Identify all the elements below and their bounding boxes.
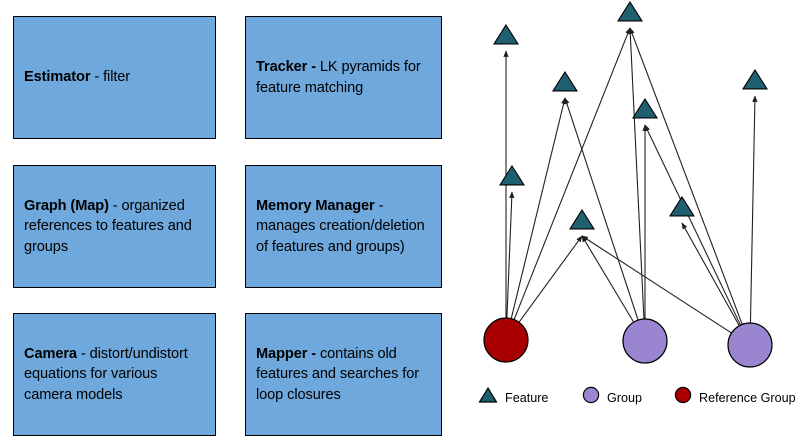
graph-edge	[644, 124, 742, 327]
graph-edge	[581, 235, 733, 335]
graph-edge	[629, 27, 744, 326]
component-box-text: Graph (Map) - organized references to fe…	[24, 196, 205, 258]
graph-node-feature	[552, 70, 578, 92]
factor-graph-diagram	[460, 0, 799, 380]
graph-edge	[513, 27, 631, 321]
component-box-estimator: Estimator - filter	[13, 16, 216, 139]
legend-label: Feature	[505, 390, 549, 405]
graph-node-group	[622, 318, 668, 364]
component-box-graph-map: Graph (Map) - organized references to fe…	[13, 165, 216, 288]
graph-edge	[681, 222, 741, 327]
graph-node-feature	[742, 68, 768, 90]
graph-node-feature	[632, 97, 658, 119]
component-box-tracker: Tracker - LK pyramids for feature matchi…	[245, 16, 442, 139]
graph-node-feature	[617, 0, 643, 22]
component-box-description: - organized references to features and g…	[24, 197, 192, 255]
component-box-text: Tracker - LK pyramids for feature matchi…	[256, 57, 431, 98]
component-box-text: Camera - distort/undistort equations for…	[24, 344, 205, 406]
factor-graph-svg	[483, 0, 773, 368]
component-box-title: Camera	[24, 345, 77, 362]
graph-edge	[506, 191, 515, 320]
graph-node-feature	[499, 164, 525, 186]
legend-label: Reference Group	[699, 390, 796, 405]
component-box-description: - manages creation/deletion of features …	[256, 197, 425, 255]
graph-edge-layer	[503, 27, 758, 335]
legend-label: Group	[607, 390, 643, 405]
component-box-camera: Camera - distort/undistort equations for…	[13, 313, 216, 436]
legend-item-group: Group	[582, 386, 642, 409]
component-box-description: - filter	[90, 69, 131, 86]
graph-edge	[517, 235, 583, 324]
graph-node-feature	[569, 208, 595, 230]
group-circle-icon	[582, 386, 600, 409]
legend-item-reference-group: Reference Group	[674, 386, 796, 409]
graph-node-feature	[493, 23, 519, 45]
component-box-title: Mapper -	[256, 345, 317, 362]
graph-edge	[581, 235, 635, 324]
component-box-title: Tracker -	[256, 59, 316, 75]
graph-edge	[627, 27, 645, 321]
component-box-memory-manager: Memory Manager - manages creation/deleti…	[245, 165, 442, 288]
graph-edge	[749, 95, 758, 325]
component-box-text: Estimator - filter	[24, 67, 205, 88]
component-box-title: Graph (Map)	[24, 197, 109, 214]
graph-node-layer	[483, 0, 773, 368]
graph-node-group	[727, 322, 773, 368]
component-box-text: Memory Manager - manages creation/deleti…	[256, 196, 431, 258]
graph-node-reference-group	[483, 317, 529, 363]
component-box-text: Mapper - contains old features and searc…	[256, 344, 431, 406]
component-box-mapper: Mapper - contains old features and searc…	[245, 313, 442, 436]
component-box-description: - distort/undistort equations for variou…	[24, 345, 188, 403]
legend-item-feature: Feature	[478, 386, 548, 409]
component-box-title: Estimator	[24, 69, 91, 86]
graph-edge	[564, 97, 639, 322]
graph-node-feature	[669, 195, 695, 217]
component-box-title: Memory Manager	[256, 197, 375, 214]
legend: Feature Group Reference Group	[470, 386, 799, 412]
component-box-description: contains old features and searches for l…	[256, 345, 419, 403]
graph-edge	[510, 97, 567, 320]
feature-triangle-icon	[478, 386, 498, 409]
component-box-description: LK pyramids for feature matching	[256, 59, 421, 96]
reference-group-circle-icon	[674, 386, 692, 409]
